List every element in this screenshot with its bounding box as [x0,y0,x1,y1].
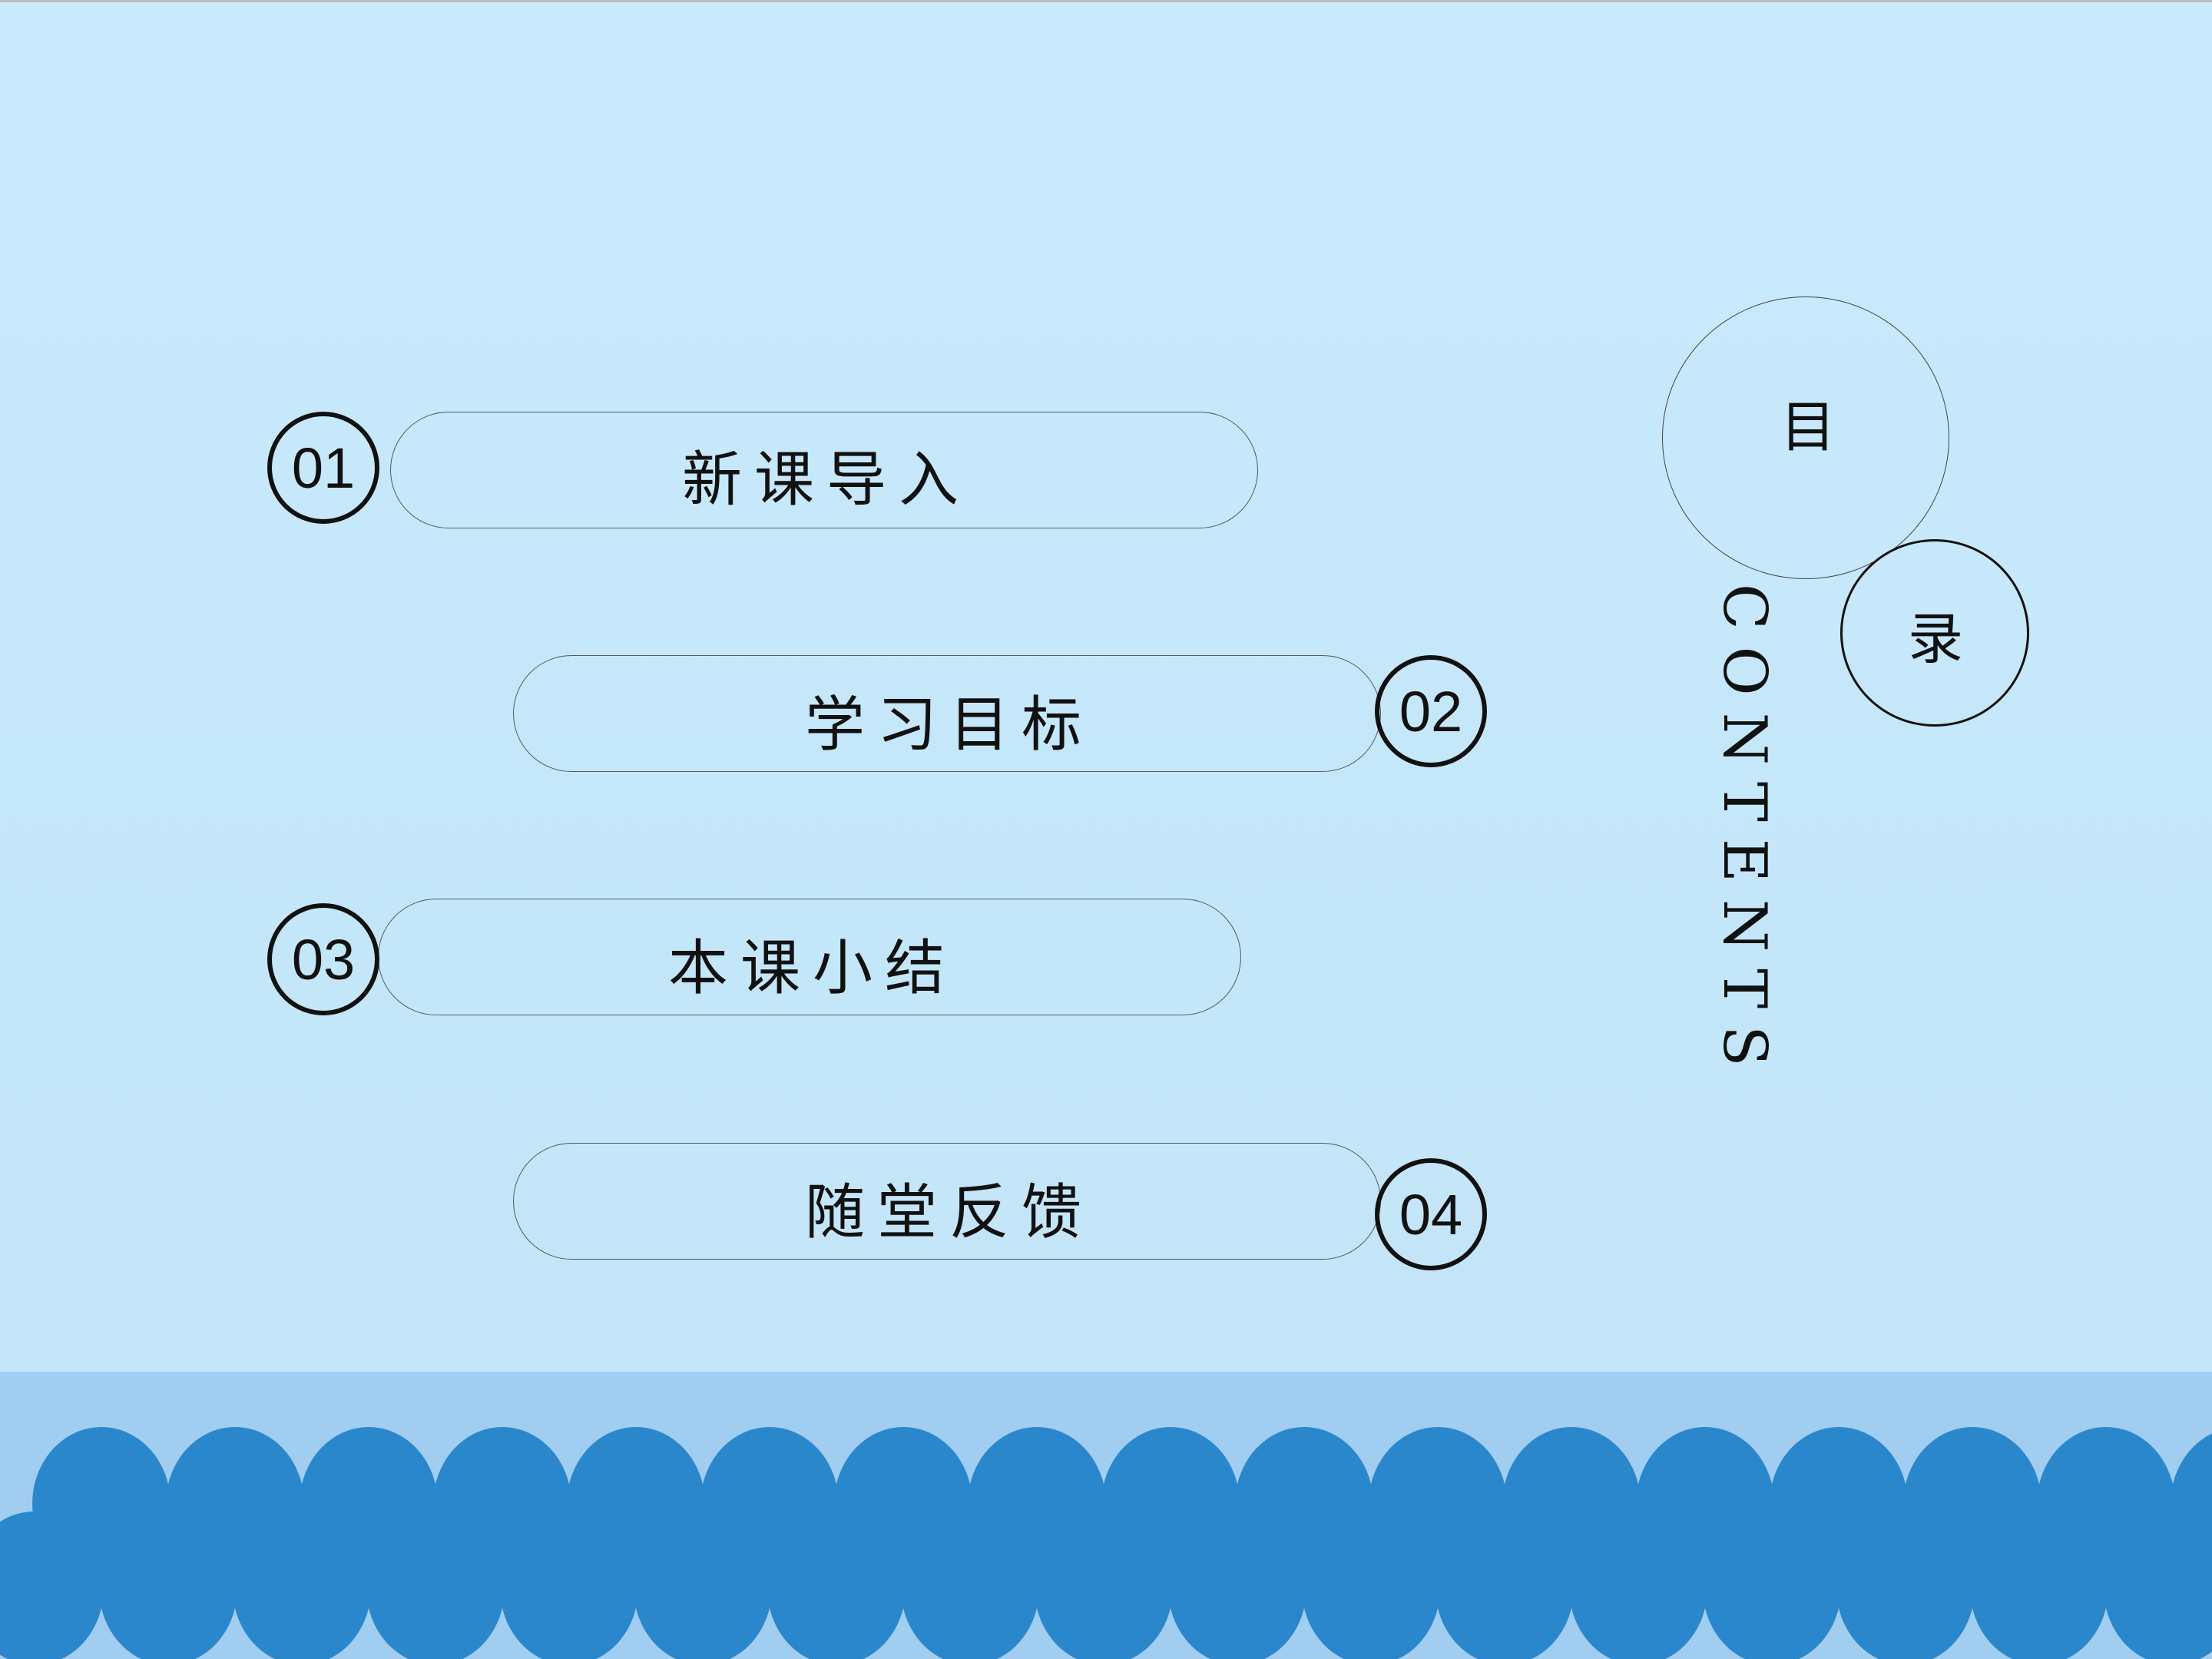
title-circle-large [1662,296,1949,579]
menu-item-03-number-badge[interactable]: 03 [267,903,379,1015]
wave-scallop-front [0,1512,104,1659]
scallop-waves [0,1427,2212,1659]
title-circle-small [1840,539,2029,727]
title-char-lu: 录 [1908,607,1964,671]
top-border [0,0,2212,2]
wave-scallop-front [1435,1512,1574,1659]
menu-item-04-label: 随堂反馈 [805,1178,1094,1247]
wave-scallop-front [1569,1512,1707,1659]
wave-scallop-front [500,1512,638,1659]
wave-scallop-front [1836,1512,1975,1659]
wave-scallop-front [233,1512,371,1659]
wave-footer [0,1372,2212,1659]
wave-scallop-front [366,1512,505,1659]
title-char-mu: 目 [1780,395,1836,459]
contents-vertical-label: CONTENTS [1710,584,1779,1084]
wave-scallop-front [1302,1512,1440,1659]
wave-scallop-front [767,1512,906,1659]
wave-scallop-front [634,1512,772,1659]
menu-item-01-pill[interactable] [390,412,1258,528]
wave-scallop-front [1035,1512,1173,1659]
menu-item-01-label: 新课导入 [682,445,972,515]
wave-scallop-front [1168,1512,1306,1659]
wave-scallop-front [901,1512,1039,1659]
wave-scallop-front [2104,1512,2212,1659]
menu-item-02-number-badge[interactable]: 02 [1375,655,1487,767]
menu-item-04-number-badge[interactable]: 04 [1375,1158,1487,1270]
menu-item-03-label: 本课小结 [668,934,958,1003]
wave-scallop-front [1703,1512,1841,1659]
menu-item-02-label: 学习目标 [805,690,1094,760]
wave-scallop-front [1970,1512,2108,1659]
menu-item-01-number-badge[interactable]: 01 [267,412,379,524]
wave-scallop-front [99,1512,237,1659]
